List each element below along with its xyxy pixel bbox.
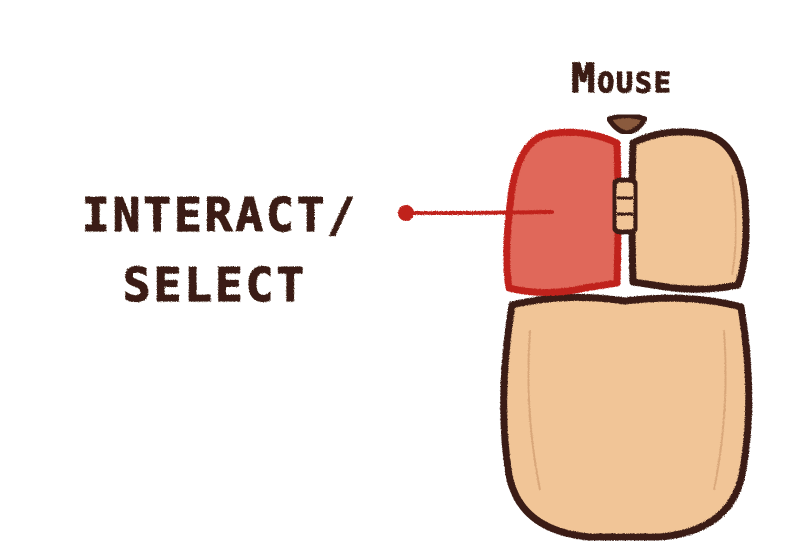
left-mouse-button	[503, 128, 622, 296]
scroll-wheel-icon	[611, 177, 639, 235]
callout-label-line1: INTERACT/	[82, 188, 358, 242]
callout-label-line2: SELECT	[123, 258, 307, 312]
diagram-title: Mouse	[571, 56, 673, 102]
mouse-cable	[606, 113, 648, 136]
mouse-body-shading-right	[713, 329, 727, 491]
mouse-body	[500, 293, 753, 541]
right-button-shading	[731, 174, 737, 276]
right-mouse-button	[628, 128, 750, 293]
callout-pointer	[398, 205, 554, 221]
mouse-body-shading-left	[527, 329, 541, 491]
